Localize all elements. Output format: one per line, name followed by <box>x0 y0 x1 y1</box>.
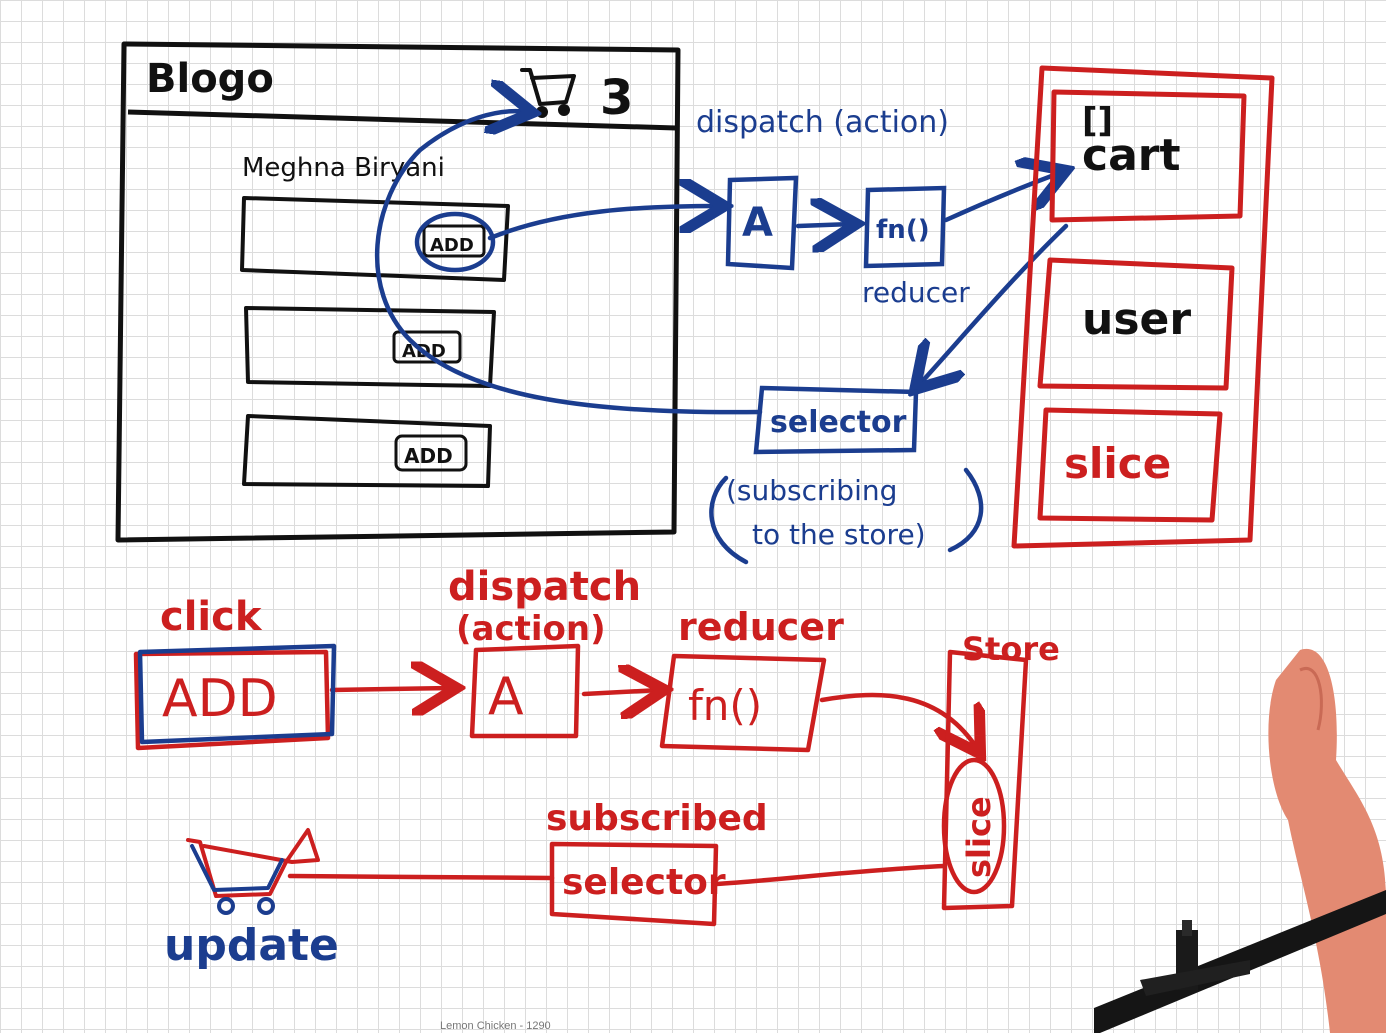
bottom-selector-box <box>549 841 719 927</box>
click-label: click <box>160 594 263 640</box>
reducer-label: reducer <box>862 276 970 309</box>
restaurant-card-1 <box>240 196 510 282</box>
slice-box-cart <box>1049 89 1247 223</box>
presenter-hand-image <box>1268 648 1386 1033</box>
update-label: update <box>164 920 339 971</box>
cart-count: 3 <box>600 70 633 126</box>
bottom-slice-ellipse <box>941 757 1007 895</box>
subscribed-label: subscribed <box>546 798 768 839</box>
slice-box-user <box>1037 257 1235 391</box>
bottom-add-box-red <box>133 649 331 751</box>
add-click-circle <box>414 211 496 273</box>
add-button-3-box <box>394 434 468 472</box>
arrow-action-to-reducer-bottom <box>581 690 660 694</box>
arrow-store-to-selector <box>918 223 1069 386</box>
user-slice-label: user <box>1082 294 1191 345</box>
reducer-box-label: fn() <box>876 215 930 245</box>
bottom-selector-label: selector <box>562 862 726 903</box>
arrow-reducer-to-store-bottom <box>819 692 978 750</box>
cart-slice-label: cart <box>1082 130 1181 181</box>
store-panel <box>1011 65 1275 549</box>
mockup-logo: Blogo <box>146 56 274 102</box>
arrow-add-to-action-bottom <box>329 688 452 690</box>
selector-box <box>753 385 919 455</box>
bottom-add-label: ADD <box>162 669 278 729</box>
line-selector-to-cart <box>287 873 555 881</box>
cart-icon-bottom <box>186 828 320 915</box>
bottom-dispatch-label-line2: (action) <box>456 609 606 649</box>
selector-note-paren-right <box>947 467 984 553</box>
selector-note-line2: to the store) <box>752 518 926 551</box>
bottom-action-box <box>469 643 581 739</box>
app-mockup <box>115 41 681 543</box>
mockup-header-divider <box>127 109 677 131</box>
bottom-reducer-box-label: fn() <box>688 681 762 730</box>
bottom-add-box-blue <box>137 643 337 745</box>
generic-slice-label: slice <box>1064 439 1171 488</box>
action-box <box>725 175 799 271</box>
selector-note-paren-left <box>709 475 749 565</box>
arrow-add-to-action <box>487 206 720 241</box>
arrow-action-to-reducer <box>795 224 852 226</box>
bottom-dispatch-label-line1: dispatch <box>448 564 641 610</box>
mockup-frame <box>115 41 681 543</box>
dispatch-label-top: dispatch (action) <box>696 105 949 140</box>
add-button-2-box <box>392 330 462 364</box>
arrow-reducer-to-cart <box>943 172 1062 223</box>
reducer-box <box>863 185 947 269</box>
selector-box-label: selector <box>770 405 907 440</box>
action-box-label: A <box>742 200 773 246</box>
video-caption: Lemon Chicken - 1290 <box>440 1020 551 1032</box>
cart-icon-top <box>520 68 576 118</box>
bottom-reducer-box <box>659 653 827 753</box>
store-outer-frame <box>1011 65 1275 549</box>
top-flow-lines <box>374 111 1069 565</box>
bottom-reducer-label: reducer <box>678 605 844 649</box>
add-button-3-label: ADD <box>404 444 453 468</box>
cart-slice-icon: [] <box>1082 101 1113 141</box>
bottom-store-label: Store <box>962 630 1060 668</box>
add-button-1-label: ADD <box>430 235 474 256</box>
microphone-stand-image <box>1094 890 1386 1033</box>
slice-box-slice <box>1037 407 1223 523</box>
add-button-1-box <box>422 224 486 258</box>
restaurant-card-3 <box>242 414 492 488</box>
bottom-action-label: A <box>488 667 524 727</box>
selector-note-line1: (subscribing <box>726 474 897 507</box>
dispatch-action-label: dispatch (action) <box>696 105 949 140</box>
arrow-selector-to-cart-icon <box>374 111 763 415</box>
bottom-slice-label: slice <box>960 796 998 878</box>
line-slice-to-selector <box>713 863 947 887</box>
bottom-flow-lines <box>133 643 1029 927</box>
